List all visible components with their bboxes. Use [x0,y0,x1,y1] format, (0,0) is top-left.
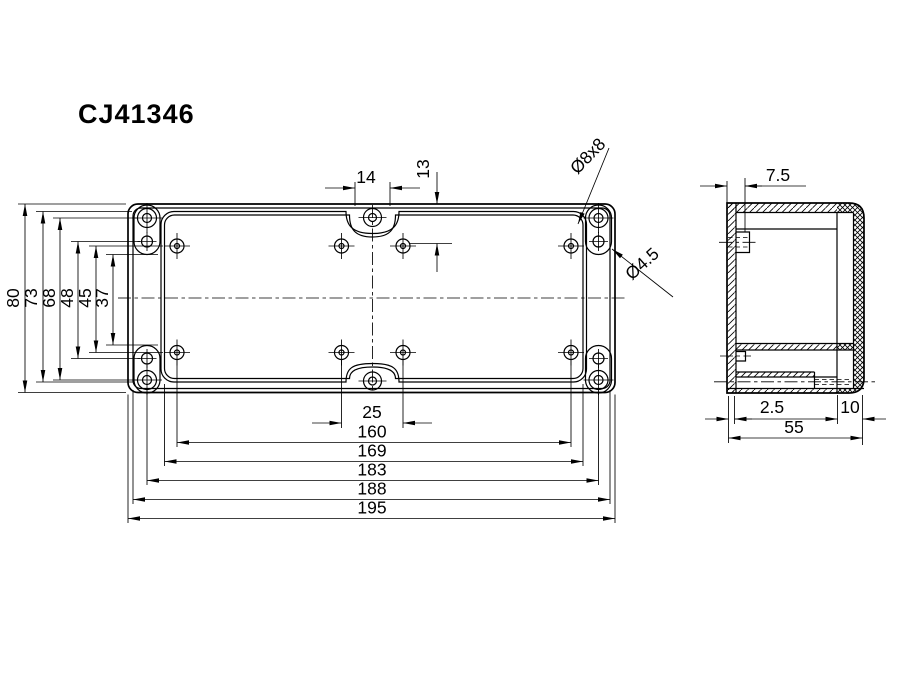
dim-14-label: 14 [356,167,376,187]
mounting-hole [557,232,585,260]
dim-48-label: 48 [57,288,77,307]
dim-68-label: 68 [39,288,59,307]
dim-183-label: 183 [357,460,386,480]
callout-hole-label: Ø4.5 [621,243,663,283]
dim-80-label: 80 [3,288,23,308]
corner-hole-bottom-right [588,348,609,369]
dim-169-label: 169 [357,441,386,461]
mounting-hole [389,232,417,260]
dim-25-label: 25 [362,402,381,422]
front-view [118,202,626,396]
corner-boss-top-right [584,204,613,256]
dim-188-label: 188 [357,479,386,499]
mounting-hole [163,232,191,260]
dim-195-label: 195 [357,498,386,518]
corner-hole-bottom-left [136,348,158,369]
dim-10-label: 10 [840,397,860,417]
top-wall-hatch [727,203,837,213]
hole-callout-leader [611,248,674,298]
dim-2.5-label: 2.5 [760,397,784,417]
left-wall-hatch [727,203,737,393]
dim-73-label: 73 [21,288,41,307]
callout-boss-label: Ø8x8 [566,134,609,178]
inner-floor-hatch [736,343,837,350]
mounting-hole [327,232,356,260]
boss-callout-leader [577,147,610,225]
dim-7.5-label: 7.5 [766,165,790,185]
lid-crosshatch [837,203,864,393]
side-outer-outline [726,202,865,394]
dim-55-label: 55 [784,417,803,437]
side-section-view [714,202,877,394]
cavity-outline-inner [163,214,584,380]
front-view-dimensions: 80 73 68 48 45 37 14 13 Ø8x8 Ø4.5 25 160… [3,134,674,523]
dim-160-label: 160 [357,422,386,442]
lid-screw-bottom-right [582,364,615,396]
side-centerlines [714,241,877,383]
corner-hole-top-right [588,231,609,252]
hidden-hole-lines [728,237,852,385]
dim-45-label: 45 [75,288,95,307]
dim-37-label: 37 [92,288,112,307]
bottom-wall-hatch [727,388,837,393]
corner-hole-top-left [136,231,158,252]
side-internal-lines [727,203,864,393]
base-plate-hatch [736,372,815,377]
dim-13-label: 13 [413,159,433,178]
drawing-title: CJ41346 [78,99,195,129]
side-view-dimensions: 7.5 2.5 10 55 [700,165,886,445]
cavity-outline-outer [160,210,588,383]
corner-boss-top-left [133,204,161,256]
